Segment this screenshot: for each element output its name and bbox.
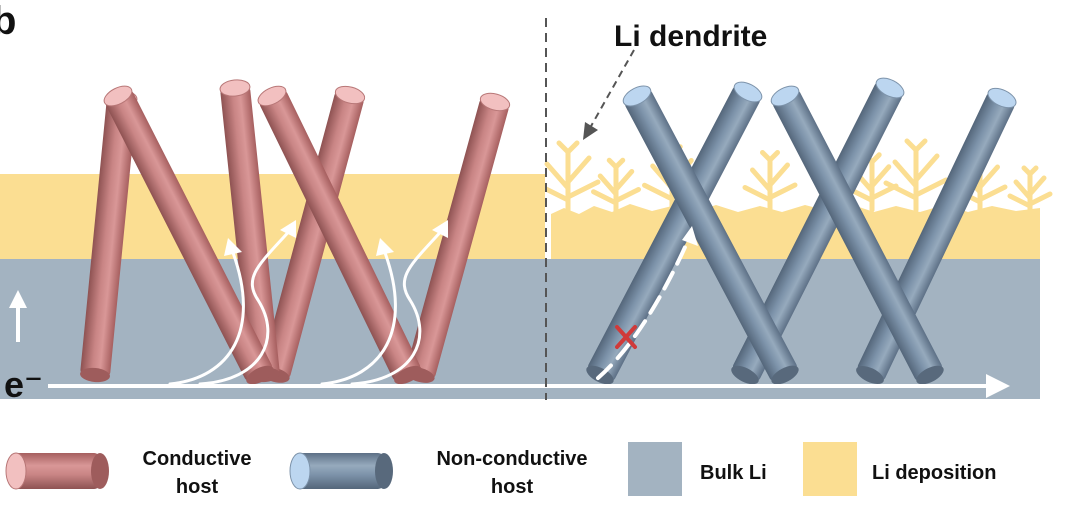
arrowhead-icon: [432, 220, 448, 238]
arrowhead-icon: [682, 226, 698, 246]
dendrite-tuft: [535, 140, 601, 215]
li-deposition-swatch: [803, 442, 857, 496]
arrowhead-icon: [224, 238, 242, 256]
cylinder-icon: [289, 452, 393, 490]
dendrite-tuft: [742, 150, 798, 213]
cylinder-icon: [5, 452, 109, 490]
blocked-electron-path: [596, 234, 692, 380]
legend-nonconductive-line1: Non-conductive: [436, 448, 587, 470]
arrowhead-icon: [986, 374, 1010, 398]
legend-conductive-line1: Conductive: [143, 448, 252, 470]
arrowhead-icon: [376, 238, 394, 256]
up-arrow-icon: [9, 290, 27, 342]
blocked-x-icon: [615, 325, 637, 349]
legend-non-conductive-host: Non-conductive host: [289, 448, 588, 498]
li-dendrite-annotation: Li dendrite: [583, 20, 767, 140]
conductive-rod: [257, 85, 422, 385]
panel-marker: b: [0, 0, 16, 43]
legend-bulk-li: Bulk Li: [628, 442, 767, 496]
arrowhead-icon: [280, 220, 296, 238]
legend-li-deposition: Li deposition: [803, 442, 996, 496]
nonconductive-rod: [622, 85, 799, 385]
legend-nonconductive-line2: host: [491, 476, 534, 498]
electron-label: e⁻: [4, 364, 43, 405]
electron-path-1b: [198, 226, 294, 386]
annotation-leader: [589, 49, 635, 129]
legend-bulk-li-label: Bulk Li: [700, 462, 767, 484]
nonconductive-rod: [731, 77, 905, 385]
current-arrow: [48, 374, 1010, 398]
nonconductive-rod: [770, 85, 944, 385]
electron-path-1a: [168, 248, 245, 386]
bulk-li-swatch: [628, 442, 682, 496]
electron-path-2a: [320, 248, 397, 386]
legend: Conductive host Non-conductive host Bulk…: [5, 442, 996, 498]
conductive-rod: [103, 85, 274, 385]
legend-li-deposition-label: Li deposition: [872, 462, 996, 484]
dendrite-tuft: [591, 157, 641, 215]
legend-conductive-host: Conductive host: [5, 448, 252, 498]
host-rods: [80, 77, 1017, 385]
dendrite-tuft: [883, 138, 949, 213]
legend-conductive-line2: host: [176, 476, 219, 498]
blocked-path: [596, 226, 698, 380]
dendrite-tuft: [1007, 165, 1053, 217]
electron-path-2b: [350, 226, 446, 386]
li-dendrite-label: Li dendrite: [614, 20, 767, 53]
electron-paths: [168, 220, 448, 386]
arrowhead-icon: [583, 122, 598, 140]
